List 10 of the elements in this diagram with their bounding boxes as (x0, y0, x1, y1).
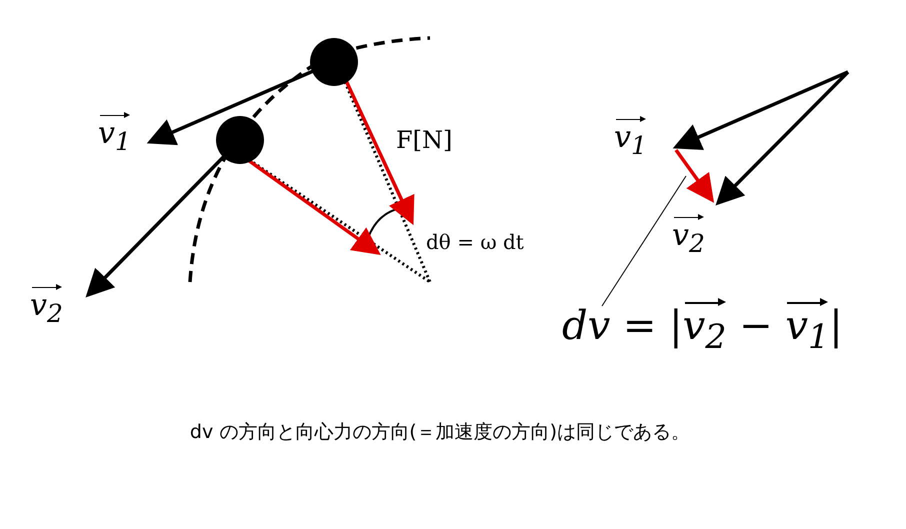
caption: dv の方向と向心力の方向(＝加速度の方向)は同じである。 (188, 420, 692, 445)
angle-formula: dθ = ω dt (426, 230, 524, 254)
vector-label: v$_{2}$ (672, 214, 705, 258)
force-label: F[N] (396, 126, 452, 154)
leader-line (602, 176, 686, 306)
vector-triangle-drawing (672, 70, 850, 206)
vector-label: v$_{2}$ (30, 284, 63, 328)
vector-label: v$_{1}$ (614, 116, 647, 160)
vector-label: v$_{1}$ (98, 112, 131, 156)
formula: dv = |v$_{2}$ − v$_{1}$| (562, 298, 843, 356)
